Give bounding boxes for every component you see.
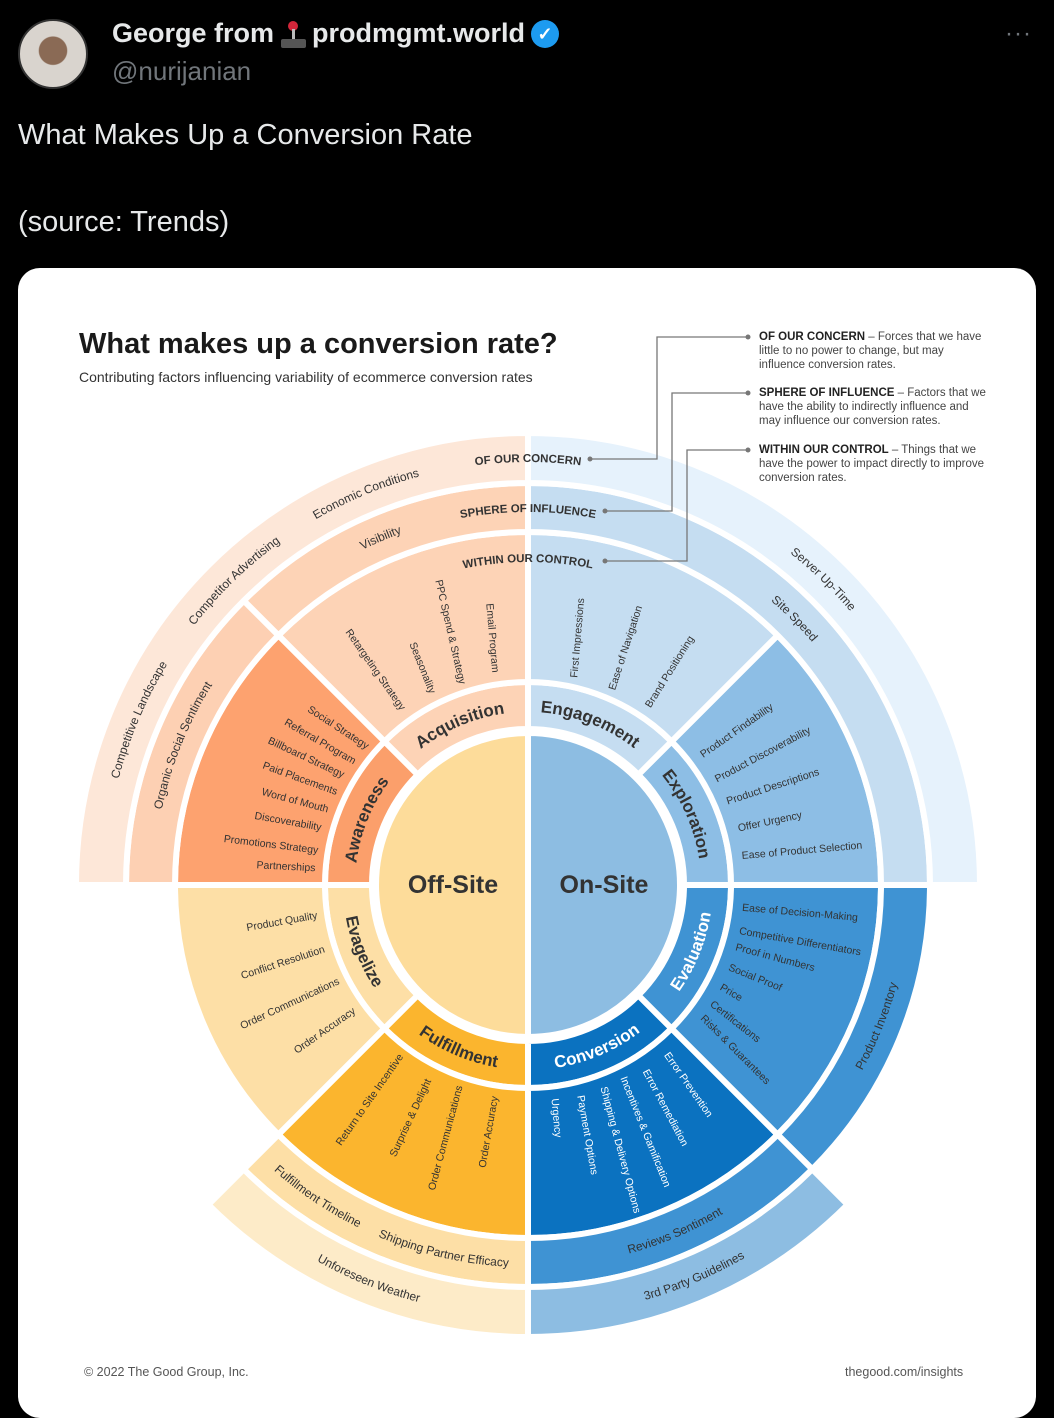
joystick-emoji-icon	[280, 19, 307, 49]
avatar[interactable]	[18, 19, 88, 89]
legend-item-control: WITHIN OUR CONTROL – Things that we have…	[759, 443, 989, 485]
control-factor-label: Partnerships	[256, 859, 316, 874]
legend-text: – Factors that we have the ability to in…	[759, 387, 986, 427]
legend-item-sphere: SPHERE OF INFLUENCE – Factors that we ha…	[759, 386, 989, 428]
legend-heading: SPHERE OF INFLUENCE	[759, 387, 895, 399]
concern-warm-concern-segment	[72, 429, 531, 888]
verified-badge-icon: ✓	[531, 19, 560, 48]
concern-blue-concern-segment	[525, 1165, 852, 1341]
author-name[interactable]: George from prodmgmt.world ✓	[112, 18, 560, 49]
legend-text: – Forces that we have little to no power…	[759, 331, 982, 371]
tweet-image[interactable]: OF OUR CONCERN SPHERE OF INFLUENCE WITHIN …	[18, 268, 1036, 1418]
diagram-subtitle: Contributing factors influencing variabi…	[79, 369, 533, 385]
tweet-text-line: (source: Trends)	[18, 206, 230, 238]
more-options-button[interactable]: ···	[1005, 20, 1032, 47]
copyright: © 2022 The Good Group, Inc.	[84, 1365, 249, 1379]
connector-dot	[587, 456, 593, 462]
connector-dot	[602, 508, 608, 514]
concern-yellow-concern-segment	[204, 1165, 531, 1341]
product-inventory-sphere-segment	[773, 882, 934, 1174]
connector-dot	[745, 334, 751, 340]
connector-dot	[745, 447, 751, 453]
ring-header-concern: OF OUR CONCERN	[474, 453, 582, 468]
control-factor-label: Urgency	[549, 1098, 564, 1139]
offsite-half	[373, 729, 531, 1041]
legend-text: – Things that we have the power to impac…	[759, 444, 984, 484]
center-label: On-Site	[560, 871, 649, 899]
diagram-title: What makes up a conversion rate?	[79, 328, 558, 360]
concern-cool-concern-segment	[525, 429, 984, 888]
connector-dot	[745, 390, 751, 396]
legend-connector-line	[605, 392, 748, 512]
connector-dot	[602, 558, 608, 564]
legend-heading: OF OUR CONCERN	[759, 331, 866, 343]
legend-item-concern: OF OUR CONCERN – Forces that we have lit…	[759, 330, 989, 372]
onsite-half	[525, 729, 683, 1041]
source-url: thegood.com/insights	[845, 1365, 964, 1379]
legend-connector-line	[605, 449, 748, 562]
author-handle[interactable]: @nurijanian	[112, 56, 252, 86]
legend-connector-line	[590, 336, 748, 460]
tweet-text-line: What Makes Up a Conversion Rate	[18, 119, 473, 151]
legend-heading: WITHIN OUR CONTROL	[759, 444, 889, 456]
center-label: Off-Site	[408, 871, 498, 899]
conversion-wheel-diagram: OF OUR CONCERN SPHERE OF INFLUENCE WITHIN …	[72, 334, 984, 1341]
author-name-prefix: George from	[112, 18, 275, 48]
author-name-suffix: prodmgmt.world	[312, 18, 526, 48]
